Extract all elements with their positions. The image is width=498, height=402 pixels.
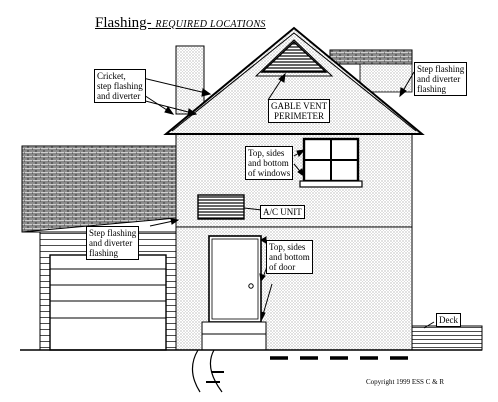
- deck-label: Deck: [436, 313, 461, 327]
- gable-vent: [254, 39, 334, 77]
- garage-roof: [21, 145, 177, 233]
- cricket-label: Cricket, step flashing and diverter: [94, 69, 146, 103]
- door-label: Top, sides and bottom of door: [266, 240, 313, 274]
- ac-unit: [197, 194, 245, 220]
- diagram-title: Flashing- REQUIRED LOCATIONS: [95, 15, 266, 32]
- step-flashing-top-label: Step flashing and diverter flashing: [414, 62, 468, 96]
- ac-unit-label: A/C UNIT: [260, 205, 305, 219]
- front-door: [201, 235, 267, 351]
- step-flashing-left-label: Step flashing and diverter flashing: [86, 226, 140, 260]
- back-roof: [329, 49, 413, 93]
- windows-label: Top, sides and bottom of windows: [245, 146, 294, 180]
- gable-roof: [163, 26, 425, 135]
- walkway: [20, 349, 482, 393]
- gable-vent-label: GABLE VENT PERIMETER: [268, 99, 331, 123]
- title-main: Flashing-: [95, 15, 152, 31]
- garage-wall: [39, 231, 177, 351]
- chimney: [175, 45, 205, 115]
- copyright-text: Copyright 1999 ESS C & R: [366, 378, 444, 386]
- title-subtitle: REQUIRED LOCATIONS: [155, 19, 266, 30]
- leader-arrows: [125, 71, 435, 329]
- upstairs-window: [299, 137, 363, 188]
- deck: [411, 325, 483, 351]
